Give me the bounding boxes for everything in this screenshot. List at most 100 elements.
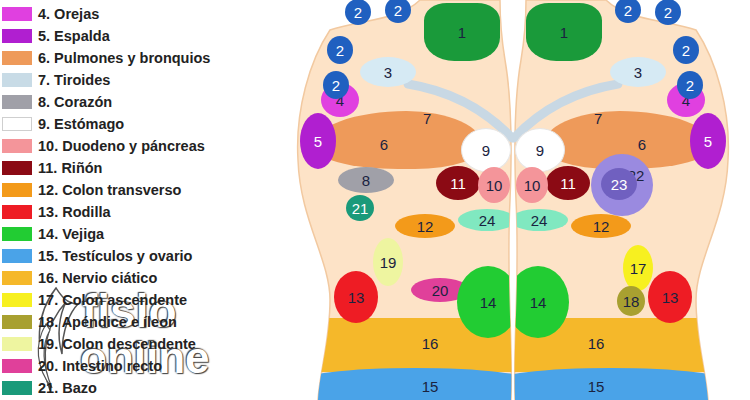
reflex-zone: 8 xyxy=(338,167,394,193)
zone-number: 2 xyxy=(682,43,690,58)
reflex-zone: 15 xyxy=(295,368,535,400)
reflex-zone: 6 xyxy=(313,111,483,169)
zone-number: 1 xyxy=(458,25,466,40)
zone-number: 3 xyxy=(384,65,392,80)
callout-number: 7 xyxy=(423,111,431,126)
legend-swatch xyxy=(2,271,32,285)
reflex-zone: 19 xyxy=(373,238,403,286)
legend-row: 16. Nervio ciático xyxy=(2,269,157,287)
reflex-zone: 24 xyxy=(458,209,516,231)
legend-swatch xyxy=(2,139,32,153)
legend-swatch xyxy=(2,73,32,87)
legend-swatch xyxy=(2,359,32,373)
legend-text: 20. Intestino recto xyxy=(38,358,162,374)
reflex-zone: 23 xyxy=(601,168,637,200)
legend-swatch xyxy=(2,51,32,65)
zone-number: 24 xyxy=(531,213,548,228)
legend-text: 18. Apéndice e íleon xyxy=(38,314,177,330)
reflex-zone: 2 xyxy=(323,71,349,99)
legend-row: 4. Orejas xyxy=(2,5,99,23)
legend-text: 12. Colon transverso xyxy=(38,182,181,198)
zone-number: 14 xyxy=(530,295,547,310)
zone-number: 10 xyxy=(486,178,503,193)
legend-text: 15. Testículos y ovario xyxy=(38,248,192,264)
reflex-zone: 13 xyxy=(334,271,378,323)
reflex-zone: 2 xyxy=(673,36,699,64)
zone-number: 16 xyxy=(422,336,439,351)
zone-number: 2 xyxy=(686,78,694,93)
reflex-zone: 11 xyxy=(436,166,480,200)
legend-swatch xyxy=(2,183,32,197)
legend-row: 14. Vejiga xyxy=(2,225,104,243)
reflex-zone: 2 xyxy=(615,0,641,23)
zone-number: 5 xyxy=(314,134,322,149)
reflex-zone: 2 xyxy=(385,0,411,23)
zone-number: 2 xyxy=(332,78,340,93)
zone-number: 5 xyxy=(704,134,712,149)
zone-number: 2 xyxy=(336,43,344,58)
reflex-zone: 9 xyxy=(515,128,565,172)
legend-row: 5. Espalda xyxy=(2,27,110,45)
legend-text: 21. Bazo xyxy=(38,380,97,396)
legend-swatch xyxy=(2,315,32,329)
zone-number: 14 xyxy=(480,295,497,310)
legend-text: 19. Colon descendente xyxy=(38,336,196,352)
legend-swatch xyxy=(2,117,32,131)
reflex-zone: 9 xyxy=(461,128,511,172)
legend-text: 8. Corazón xyxy=(38,94,112,110)
legend-text: 14. Vejiga xyxy=(38,226,104,242)
reflex-zone: 1 xyxy=(526,3,602,61)
zone-number: 18 xyxy=(623,294,640,309)
legend-swatch xyxy=(2,249,32,263)
legend-swatch xyxy=(2,337,32,351)
reflex-zone: 24 xyxy=(510,209,568,231)
reflex-zone: 1 xyxy=(424,3,500,61)
reflex-zone: 17 xyxy=(623,245,653,291)
callout-number: 7 xyxy=(594,111,602,126)
reflex-zone: 2223 xyxy=(591,154,653,216)
zone-number: 11 xyxy=(450,176,466,191)
legend-text: 7. Tiroides xyxy=(38,72,110,88)
legend-text: 17. Colon ascendente xyxy=(38,292,187,308)
zone-number: 16 xyxy=(588,336,605,351)
reflex-zone: 2 xyxy=(345,0,371,25)
legend-row: 8. Corazón xyxy=(2,93,112,111)
reflex-zone: 5 xyxy=(690,113,726,169)
reflex-zone: 2 xyxy=(677,71,703,99)
legend-text: 6. Pulmones y bronquios xyxy=(38,50,210,66)
reflex-zone: 2 xyxy=(655,0,681,25)
zone-number: 11 xyxy=(560,176,576,191)
legend-swatch xyxy=(2,293,32,307)
zone-number: 12 xyxy=(593,219,610,234)
reflex-zone: 10 xyxy=(478,167,510,203)
legend-row: 19. Colon descendente xyxy=(2,335,196,353)
legend-row: 12. Colon transverso xyxy=(2,181,181,199)
legend-row: 9. Estómago xyxy=(2,115,124,133)
reflex-zone: 2 xyxy=(327,36,353,64)
legend-row: 15. Testículos y ovario xyxy=(2,247,192,265)
zone-number: 24 xyxy=(479,213,496,228)
legend-row: 10. Duodeno y páncreas xyxy=(2,137,205,155)
reflex-zone: 10 xyxy=(516,167,548,203)
legend-row: 6. Pulmones y bronquios xyxy=(2,49,210,67)
zone-number: 12 xyxy=(417,219,434,234)
zone-number: 23 xyxy=(611,177,628,192)
legend-text: 5. Espalda xyxy=(38,28,110,44)
reflex-zone: 12 xyxy=(571,214,631,238)
legend-row: 13. Rodilla xyxy=(2,203,111,221)
legend-swatch xyxy=(2,95,32,109)
reflex-zone: 3 xyxy=(360,57,416,87)
reflex-zone: 18 xyxy=(617,286,645,316)
legend-row: 20. Intestino recto xyxy=(2,357,162,375)
reflex-zone: 5 xyxy=(300,113,336,169)
zone-number: 9 xyxy=(536,143,544,158)
legend-swatch xyxy=(2,7,32,21)
zone-number: 8 xyxy=(362,173,370,188)
zone-number: 2 xyxy=(664,5,672,20)
legend-row: 11. Riñón xyxy=(2,159,102,177)
legend-text: 10. Duodeno y páncreas xyxy=(38,138,205,154)
legend-swatch xyxy=(2,29,32,43)
legend-text: 4. Orejas xyxy=(38,6,99,22)
legend-text: 16. Nervio ciático xyxy=(38,270,157,286)
reflex-zone: 3 xyxy=(610,57,666,87)
